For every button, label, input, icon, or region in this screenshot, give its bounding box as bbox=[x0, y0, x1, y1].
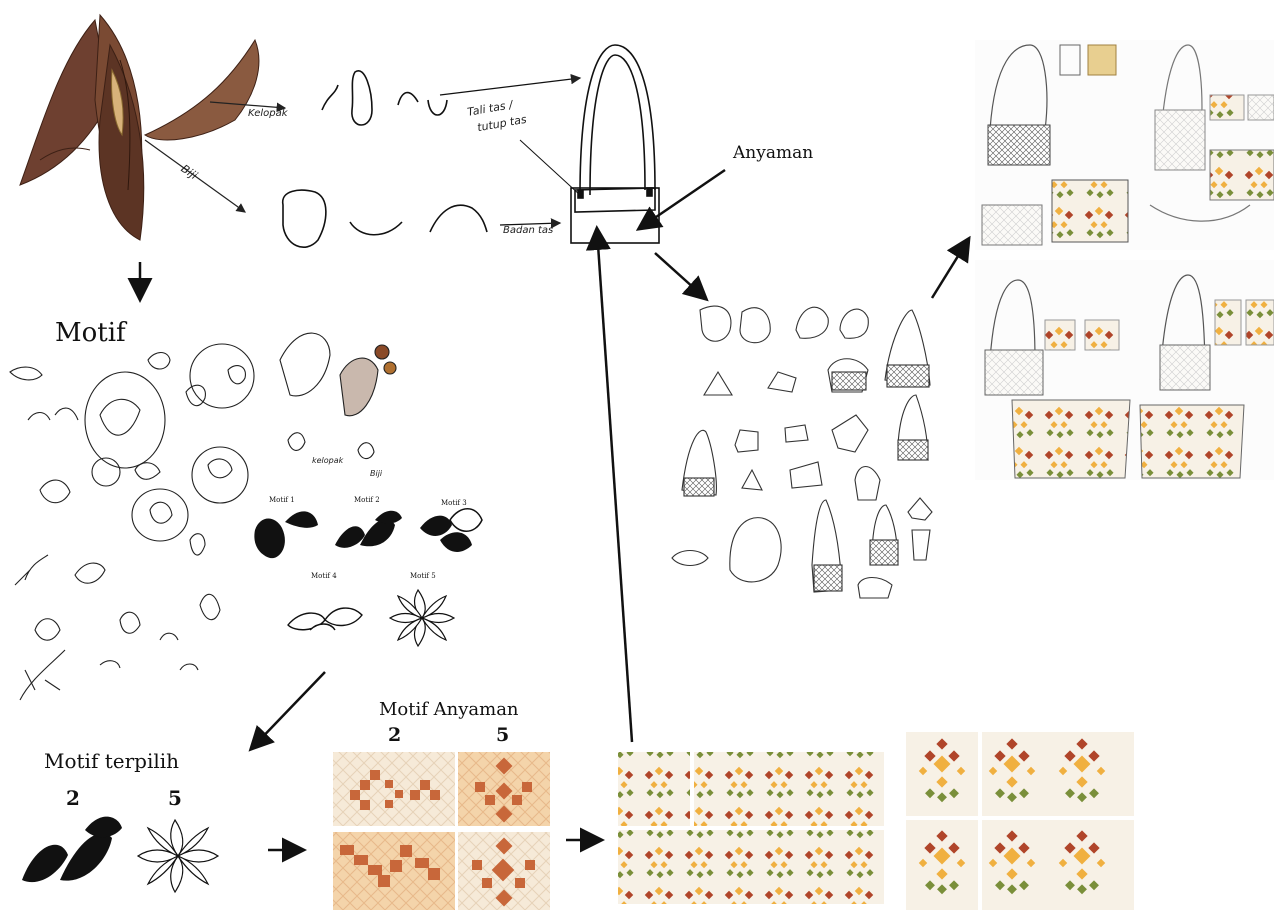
biji-small-label: Biji bbox=[370, 469, 382, 478]
motif-sketches bbox=[10, 333, 396, 700]
weave-number-5: 5 bbox=[496, 724, 509, 746]
motif-5-caption: Motif 5 bbox=[410, 572, 436, 580]
kelopak-label: Kelopak bbox=[248, 108, 288, 119]
motif-3-caption: Motif 3 bbox=[441, 499, 467, 507]
anyaman-arrow bbox=[640, 170, 725, 228]
selected-number-5: 5 bbox=[168, 786, 182, 810]
pattern-to-bag-arrow bbox=[597, 230, 632, 742]
anyaman-label: Anyaman bbox=[733, 143, 813, 163]
badan-tas-label: Badan tas bbox=[503, 225, 553, 236]
weave-number-2: 2 bbox=[388, 724, 401, 746]
weave-motif-5-tiles bbox=[458, 752, 550, 910]
pattern-strips bbox=[618, 752, 884, 904]
motif-terpilih-heading: Motif terpilih bbox=[44, 749, 179, 773]
selected-motif-2 bbox=[22, 817, 122, 883]
selected-number-2: 2 bbox=[66, 786, 80, 810]
motif-anyaman-heading: Motif Anyaman bbox=[379, 699, 519, 720]
motif-3-glyph bbox=[420, 509, 482, 552]
strap-arrow bbox=[440, 78, 580, 95]
motif-heading: Motif bbox=[55, 318, 126, 348]
motif-1-caption: Motif 1 bbox=[269, 496, 295, 504]
motif-2-glyph bbox=[335, 511, 402, 548]
motif-4-glyph bbox=[288, 608, 362, 630]
to-references-arrow bbox=[932, 240, 968, 298]
seed-shapes bbox=[283, 190, 487, 247]
bag-reference-panel bbox=[975, 40, 1274, 480]
motif-4-caption: Motif 4 bbox=[311, 572, 337, 580]
flower-illustration bbox=[20, 15, 259, 240]
kelopak-small-label: kelopak bbox=[312, 456, 343, 465]
bag-sketch bbox=[571, 45, 659, 243]
to-selected-arrow bbox=[252, 672, 325, 748]
to-forms-arrow bbox=[655, 253, 705, 298]
pattern-tiles bbox=[906, 732, 1134, 910]
motif-2-caption: Motif 2 bbox=[354, 496, 380, 504]
selected-motif-5 bbox=[138, 820, 218, 892]
bag-form-sketches bbox=[672, 306, 932, 598]
weave-motif-2-tiles bbox=[333, 752, 455, 910]
motif-1-glyph bbox=[254, 511, 318, 558]
petal-shapes bbox=[322, 71, 447, 125]
strap-pointer-line bbox=[520, 140, 580, 195]
motif-5-glyph bbox=[390, 590, 454, 646]
